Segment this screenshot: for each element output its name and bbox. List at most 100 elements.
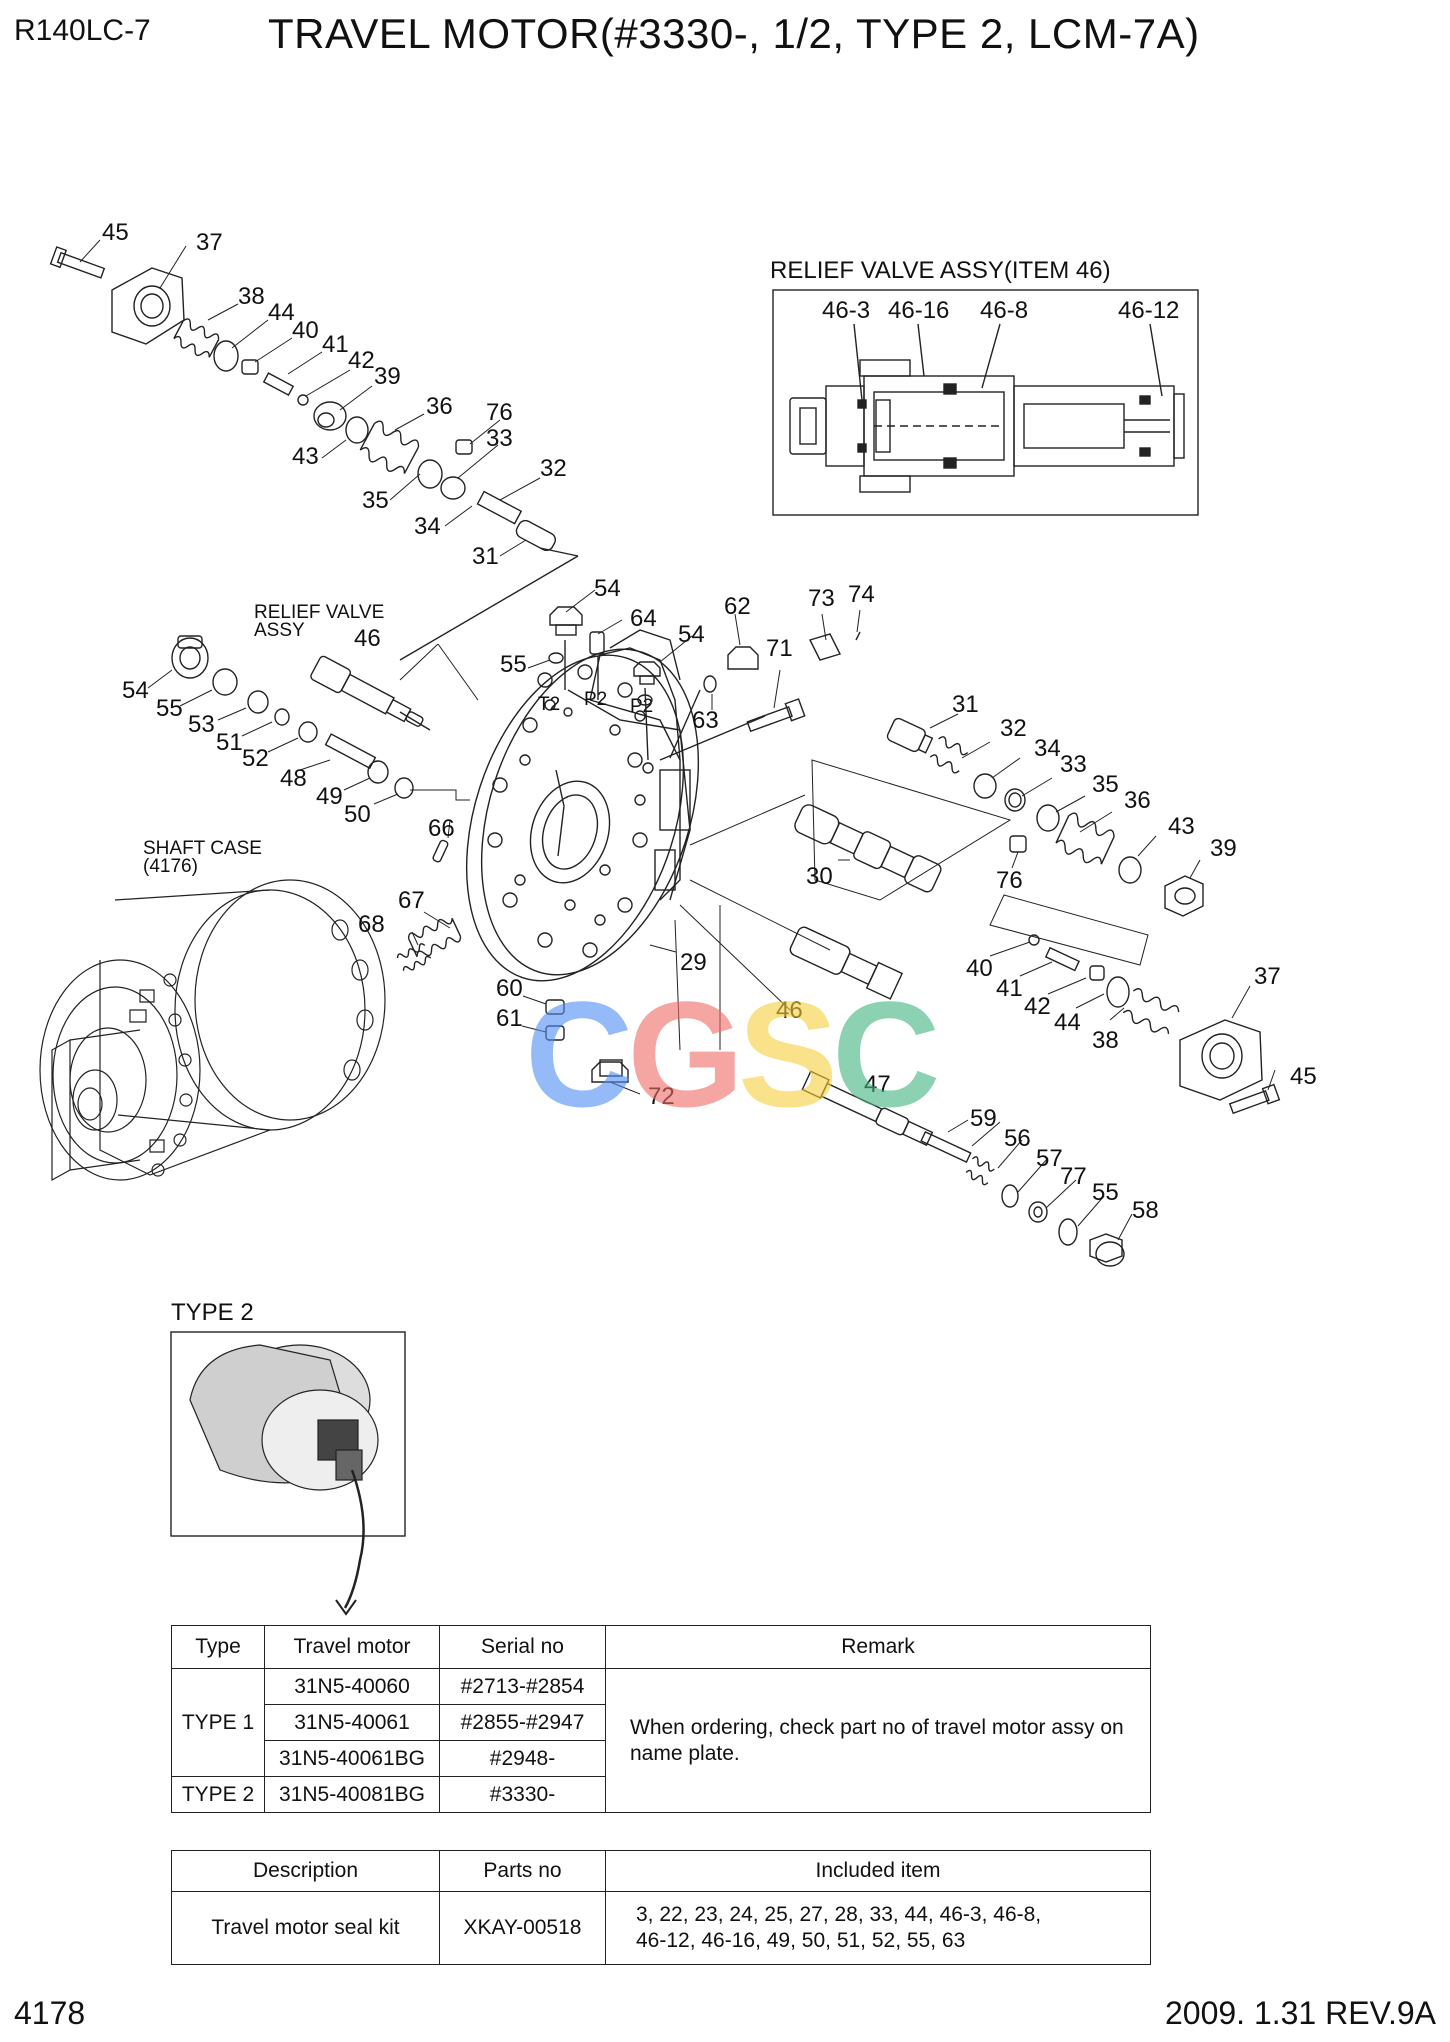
callout-64: 64 — [630, 605, 657, 632]
col-header-travel-motor: Travel motor — [264, 1625, 440, 1669]
callout-43: 43 — [292, 443, 319, 470]
callout-48: 48 — [280, 765, 307, 792]
table-row: TYPE 1 31N5-40060 #2713-#2854 When order… — [171, 1668, 1151, 1813]
right-spool-parts — [789, 717, 1281, 1267]
callout-77: 77 — [1060, 1163, 1087, 1190]
relief-box-title: RELIEF VALVE ASSY(ITEM 46) — [770, 257, 1111, 284]
callout-54: 54 — [678, 621, 705, 648]
port-label-t2: T2 — [538, 694, 560, 715]
callout-37: 37 — [196, 229, 223, 256]
type-cell: TYPE 1 — [171, 1668, 265, 1777]
relief-item-46-16: 46-16 — [888, 297, 949, 324]
port-label-p2-a: P2 — [584, 689, 607, 710]
callout-71: 71 — [766, 635, 793, 662]
top-fittings — [548, 606, 861, 761]
callout-67: 67 — [398, 887, 425, 914]
callout-39: 39 — [1210, 835, 1237, 862]
page-number: 4178 — [14, 1995, 86, 2031]
date-revision: 2009. 1.31 REV.9A — [1164, 1995, 1436, 2031]
callout-45: 45 — [102, 219, 129, 246]
callout-41: 41 — [996, 975, 1023, 1002]
col-header-parts-no: Parts no — [439, 1850, 606, 1892]
callout-37: 37 — [1254, 963, 1281, 990]
callout-33: 33 — [486, 425, 513, 452]
callout-33: 33 — [1060, 751, 1087, 778]
callout-53: 53 — [188, 711, 215, 738]
type-cell: TYPE 2 — [171, 1776, 265, 1813]
col-header-type: Type — [171, 1625, 265, 1669]
callout-51: 51 — [216, 729, 243, 756]
col-header-description: Description — [171, 1850, 440, 1892]
callout-41: 41 — [322, 331, 349, 358]
motor-part-cell: 31N5-40081BG — [264, 1776, 440, 1813]
seal-kit-table: Description Parts no Included item Trave… — [171, 1850, 1151, 1965]
relief-valve-label-1: RELIEF VALVE — [254, 602, 384, 623]
serial-cell: #2948- — [439, 1740, 606, 1777]
relief-valve-label-2: ASSY — [254, 620, 305, 641]
callout-31: 31 — [472, 543, 499, 570]
callout-50: 50 — [344, 801, 371, 828]
callout-32: 32 — [540, 455, 567, 482]
callout-39: 39 — [374, 363, 401, 390]
parts-no-cell: XKAY-00518 — [439, 1891, 606, 1965]
type2-motor-photo — [189, 1344, 379, 1616]
relief-valve-section-drawing — [789, 323, 1185, 493]
col-header-remark: Remark — [605, 1625, 1151, 1669]
type2-photo-frame — [170, 1331, 406, 1537]
callout-72: 72 — [648, 1083, 675, 1110]
callout-31: 31 — [952, 691, 979, 718]
upper-left-parts — [49, 246, 579, 661]
model-code: R140LC-7 — [14, 14, 151, 47]
callout-52: 52 — [242, 745, 269, 772]
callout-54: 54 — [122, 677, 149, 704]
motor-part-cell: 31N5-40061 — [264, 1704, 440, 1741]
callout-55: 55 — [1092, 1179, 1119, 1206]
callout-49: 49 — [316, 783, 343, 810]
callout-45: 45 — [1290, 1063, 1317, 1090]
callout-36: 36 — [426, 393, 453, 420]
callout-40: 40 — [292, 317, 319, 344]
centre-springs — [396, 918, 629, 1083]
table-row: 31N5-40061 #2855-#2947 — [172, 1704, 1151, 1741]
callout-76: 76 — [996, 867, 1023, 894]
callout-47: 47 — [864, 1071, 891, 1098]
callout-38: 38 — [1092, 1027, 1119, 1054]
callout-74: 74 — [848, 581, 875, 608]
port-label-p2-b: P2 — [630, 696, 653, 717]
callout-34: 34 — [414, 513, 441, 540]
relief-detail-frame — [772, 289, 1199, 516]
callout-38: 38 — [238, 283, 265, 310]
callout-59: 59 — [970, 1105, 997, 1132]
remark-cell: When ordering, check part no of travel m… — [605, 1668, 1151, 1813]
callout-60: 60 — [496, 975, 523, 1002]
col-header-serial-no: Serial no — [439, 1625, 606, 1669]
callout-58: 58 — [1132, 1197, 1159, 1224]
callout-30: 30 — [806, 863, 833, 890]
callout-29: 29 — [680, 949, 707, 976]
relief-item-46-12: 46-12 — [1118, 297, 1179, 324]
travel-motor-type-table: Type Travel motor Serial no Remark TYPE … — [171, 1625, 1151, 1813]
callout-63: 63 — [692, 707, 719, 734]
callout-76: 76 — [486, 399, 513, 426]
relief-item-46-3: 46-3 — [822, 297, 870, 324]
table-row: TYPE 2 31N5-40081BG #3330- — [171, 1776, 1151, 1813]
callout-55: 55 — [156, 695, 183, 722]
included-items-line-2: 46-12, 46-16, 49, 50, 51, 52, 55, 63 — [636, 1929, 966, 1952]
callout-36: 36 — [1124, 787, 1151, 814]
motor-part-cell: 31N5-40060 — [264, 1668, 440, 1705]
shaft-case-label-1: SHAFT CASE — [143, 838, 262, 859]
watermark-logo: CGSC — [525, 968, 940, 1141]
motor-part-cell: 31N5-40061BG — [264, 1740, 440, 1777]
callout-46: 46 — [354, 625, 381, 652]
callout-44: 44 — [268, 299, 295, 326]
callout-32: 32 — [1000, 715, 1027, 742]
included-items-cell: 3, 22, 23, 24, 25, 27, 28, 33, 44, 46-3,… — [605, 1891, 1151, 1965]
watermark-letter-c2: C — [832, 970, 940, 1138]
callout-57: 57 — [1036, 1145, 1063, 1172]
callout-61: 61 — [496, 1005, 523, 1032]
callout-35: 35 — [1092, 771, 1119, 798]
type2-label: TYPE 2 — [171, 1299, 254, 1326]
callout-40: 40 — [966, 955, 993, 982]
